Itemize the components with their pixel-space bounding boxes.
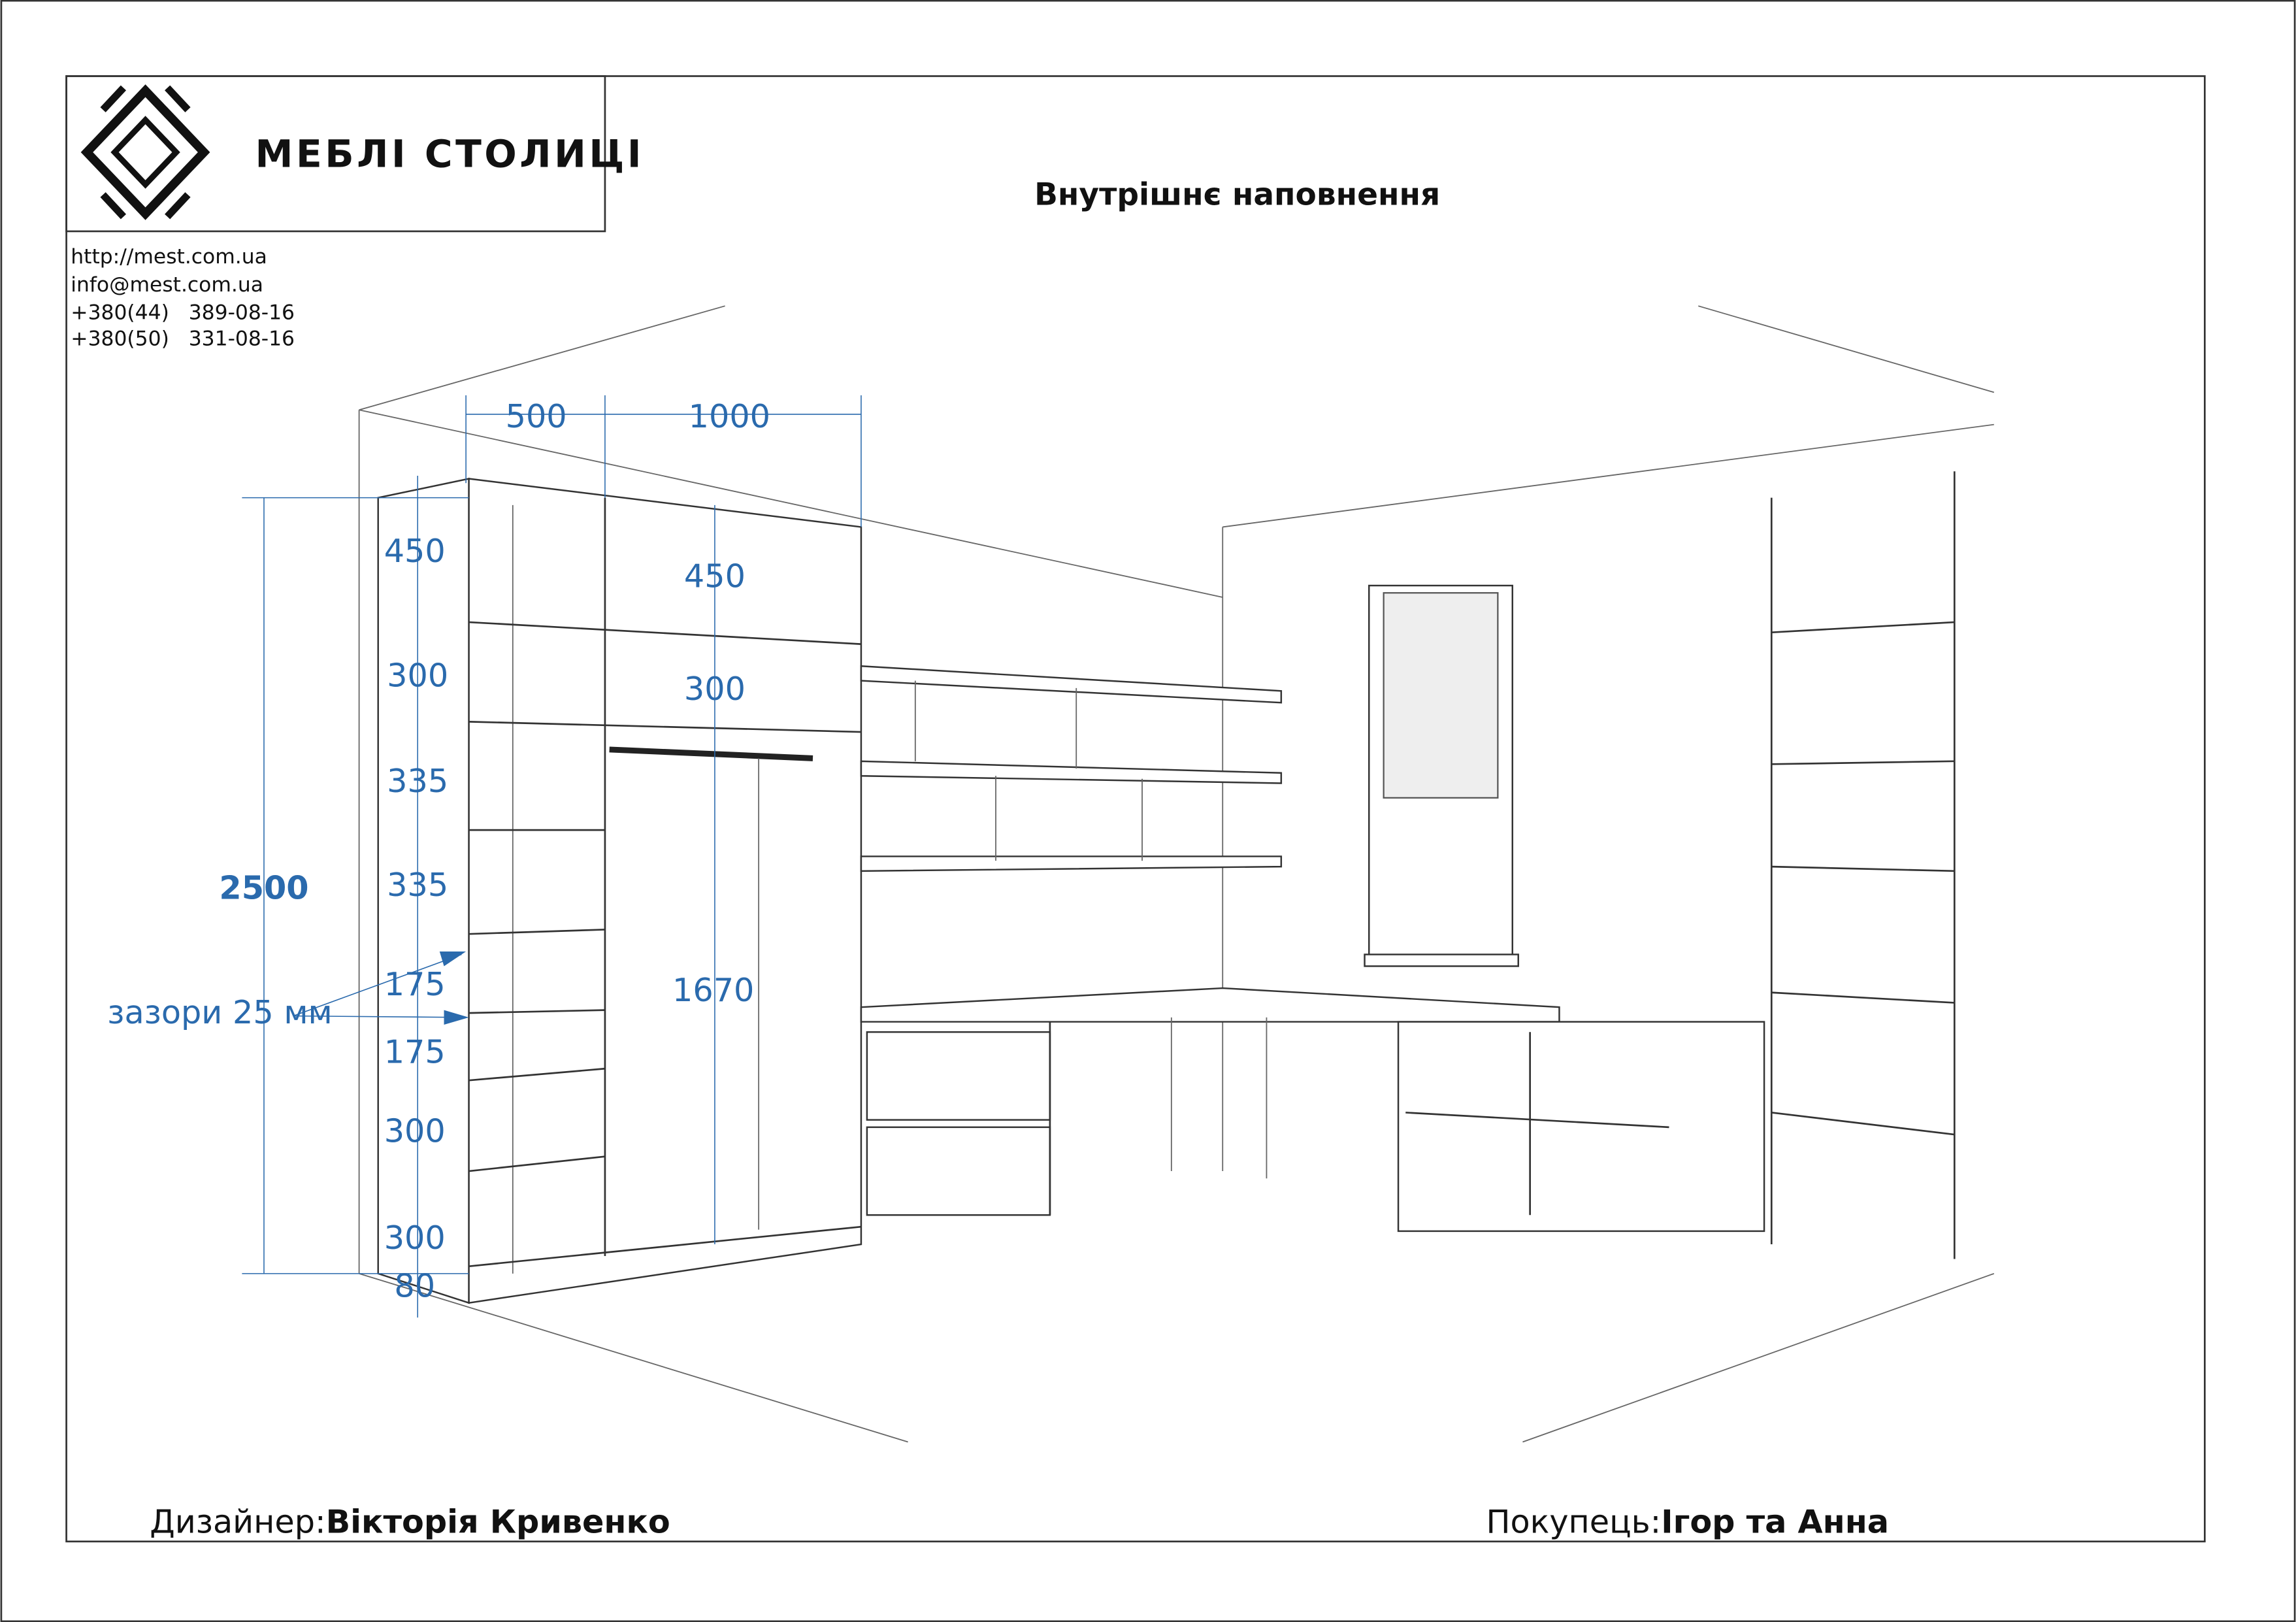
customer: Покупець:Ігор та Анна [1486, 1502, 1889, 1540]
contact-email: info@mest.com.ua [71, 273, 263, 297]
dimension-labels: 500 1000 450 300 335 335 175 175 300 300… [107, 397, 770, 1305]
logo: МЕБЛІ СТОЛИЦІ [65, 75, 644, 233]
dim-total-height: 2500 [219, 869, 308, 906]
dim-width-left: 500 [506, 397, 567, 435]
contact-phone-1: +380(44) 389-08-16 [71, 301, 295, 324]
window [1364, 584, 1519, 967]
wardrobe-shelves [468, 621, 862, 1267]
dim-left-3: 335 [387, 762, 448, 800]
gap-note: зазори 25 мм [107, 993, 332, 1031]
customer-name: Ігор та Анна [1661, 1502, 1889, 1540]
logo-diamond-icon [80, 84, 210, 220]
room-outline [358, 305, 1995, 1443]
contact-phone-2: +380(50) 331-08-16 [71, 327, 295, 351]
hanging-rail [609, 746, 813, 761]
right-shelving [1770, 471, 1956, 1259]
wall-shelves [860, 665, 1283, 872]
dim-left-7: 300 [384, 1112, 446, 1150]
dim-left-4: 335 [387, 866, 448, 904]
designer-name: Вікторія Кривенко [326, 1502, 670, 1540]
dim-right-top: 450 [684, 557, 746, 595]
dim-left-2: 300 [387, 657, 448, 695]
logo-brand: МЕБЛІ СТОЛИЦІ [255, 131, 644, 176]
designer-label: Дизайнер: [150, 1502, 325, 1540]
desk [860, 987, 1765, 1233]
dim-left-5: 175 [384, 965, 446, 1003]
dim-width-right: 1000 [689, 397, 770, 435]
dimension-lines [242, 395, 862, 1318]
contact-website: http://mest.com.ua [71, 245, 267, 269]
designer: Дизайнер:Вікторія Кривенко [150, 1502, 670, 1540]
wardrobe [377, 477, 862, 1304]
dim-left-8: 300 [384, 1219, 446, 1257]
contacts: http://mest.com.ua info@mest.com.ua +380… [71, 245, 295, 350]
dim-left-9: 80 [394, 1267, 435, 1305]
customer-label: Покупець: [1486, 1502, 1661, 1540]
inner-frame [65, 75, 2206, 1543]
dim-right-second: 300 [684, 670, 746, 708]
page-title: Внутрішнє наповнення [1034, 177, 1440, 213]
dim-hanging: 1670 [672, 971, 754, 1009]
dim-left-1: 450 [384, 532, 446, 570]
dim-left-6: 175 [384, 1033, 446, 1070]
